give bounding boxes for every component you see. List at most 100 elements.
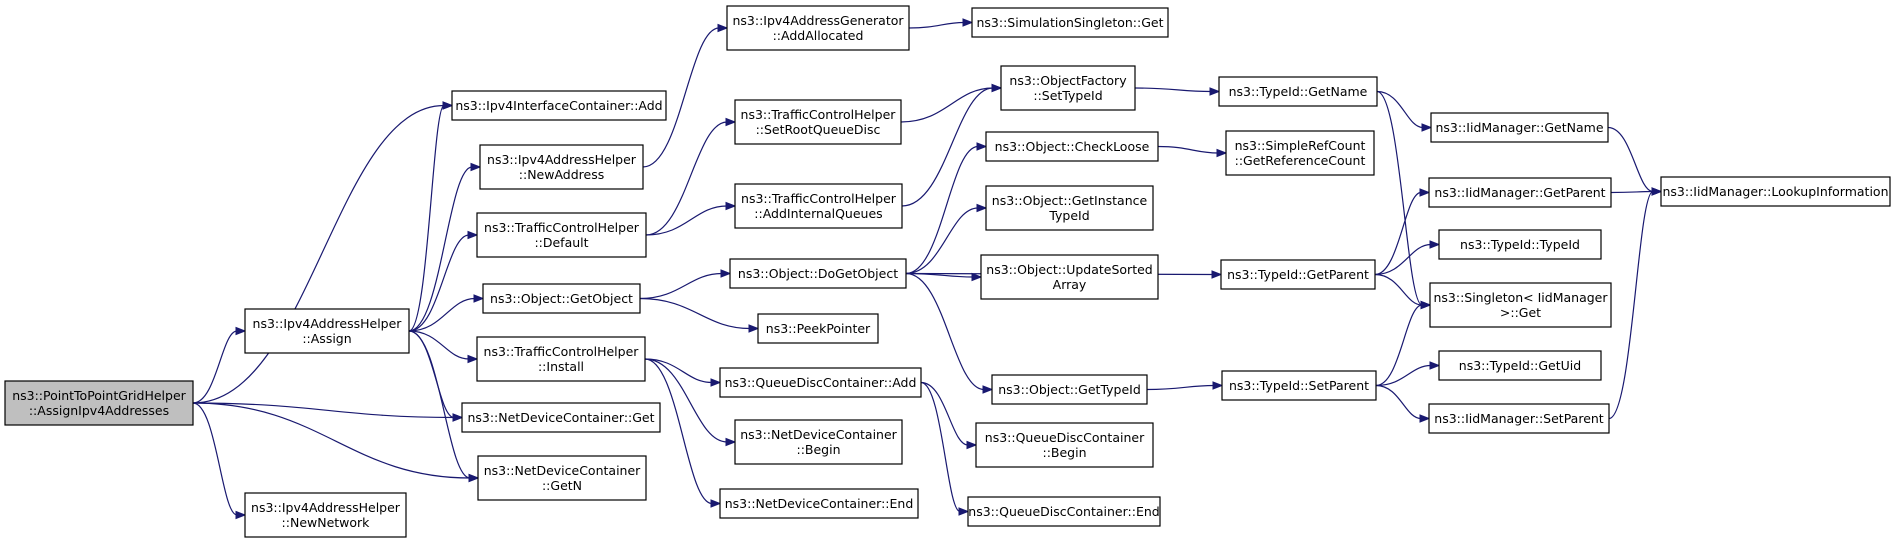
node-box xyxy=(476,212,647,258)
edge-object-get-object-to-peek-pointer xyxy=(639,297,751,330)
node-type-id-get-name[interactable]: ns3::TypeId::GetName xyxy=(1218,76,1378,107)
node-ipv4-interface-container-add[interactable]: ns3::Ipv4InterfaceContainer::Add xyxy=(451,90,667,121)
node-label-line: Array xyxy=(1053,277,1087,292)
node-box xyxy=(476,336,646,382)
arrowhead xyxy=(725,201,737,211)
arrowhead xyxy=(473,294,485,303)
edge-object-get-type-id-to-type-id-set-parent xyxy=(1146,384,1215,391)
node-queue-disc-container-add[interactable]: ns3::QueueDiscContainer::Add xyxy=(719,367,922,398)
node-traffic-control-helper-default[interactable]: ns3::TrafficControlHelper::Default xyxy=(476,212,647,258)
node-traffic-control-helper-install[interactable]: ns3::TrafficControlHelper::Install xyxy=(476,336,646,382)
edge-traffic-control-helper-set-root-queue-disc-to-object-factory-set-type-id xyxy=(900,87,994,123)
node-type-id-get-parent[interactable]: ns3::TypeId::GetParent xyxy=(1220,259,1376,290)
arrowhead xyxy=(1429,361,1441,370)
edge-type-id-set-parent-to-type-id-get-uid xyxy=(1375,364,1432,387)
node-label-line: ns3::IidManager::GetParent xyxy=(1434,185,1605,200)
node-label-line: ns3::Ipv4AddressHelper xyxy=(253,316,403,331)
node-object-factory-set-type-id[interactable]: ns3::ObjectFactory::SetTypeId xyxy=(1000,65,1136,111)
node-label-line: ns3::ObjectFactory xyxy=(1009,73,1127,88)
node-peek-pointer[interactable]: ns3::PeekPointer xyxy=(757,313,879,344)
node-box xyxy=(1438,229,1602,260)
edge-ipv4-address-helper-assign-to-object-get-object xyxy=(408,297,476,332)
edge-traffic-control-helper-default-to-traffic-control-helper-add-internal-queues xyxy=(645,205,728,236)
node-label-line: ns3::QueueDiscContainer::End xyxy=(968,504,1159,519)
node-root[interactable]: ns3::PointToPointGridHelper::AssignIpv4A… xyxy=(4,380,194,426)
arrowhead xyxy=(710,499,722,508)
edge-ipv4-address-helper-assign-to-traffic-control-helper-install xyxy=(408,330,470,360)
node-label-line: ns3::TypeId::SetParent xyxy=(1229,378,1369,393)
node-object-get-object[interactable]: ns3::Object::GetObject xyxy=(482,283,641,314)
arrowhead xyxy=(1211,270,1223,279)
node-box xyxy=(479,144,644,190)
node-ipv4-address-generator-add-allocated[interactable]: ns3::Ipv4AddressGenerator::AddAllocated xyxy=(726,5,910,51)
edge-root-to-net-device-container-getn xyxy=(192,402,471,479)
edge-ipv4-address-helper-assign-to-ipv4-interface-container-add xyxy=(408,104,445,332)
node-label-line: ns3::Object::DoGetObject xyxy=(738,266,898,281)
node-box xyxy=(1000,65,1136,111)
node-ipv4-address-helper-new-network[interactable]: ns3::Ipv4AddressHelper::NewNetwork xyxy=(244,492,407,538)
edge-root-to-ipv4-address-helper-new-network xyxy=(192,402,238,516)
arrowhead xyxy=(725,437,737,447)
node-box xyxy=(244,492,407,538)
node-traffic-control-helper-add-internal-queues[interactable]: ns3::TrafficControlHelper::AddInternalQu… xyxy=(734,183,903,229)
node-singleton-iid-manager-get[interactable]: ns3::Singleton< IidManager>::Get xyxy=(1429,282,1612,328)
node-object-check-loose[interactable]: ns3::Object::CheckLoose xyxy=(985,131,1159,162)
edge-queue-disc-container-add-to-queue-disc-container-end xyxy=(920,381,961,513)
node-label-line: ns3::Object::UpdateSorted xyxy=(986,262,1152,277)
edge-type-id-get-parent-to-iid-manager-get-parent xyxy=(1374,191,1422,276)
node-label-line: ns3::Ipv4InterfaceContainer::Add xyxy=(455,98,662,113)
node-box xyxy=(477,455,647,501)
node-label-line: ns3::Object::GetObject xyxy=(490,291,633,306)
edge-type-id-set-parent-to-singleton-iid-manager-get xyxy=(1375,304,1423,387)
node-net-device-container-begin[interactable]: ns3::NetDeviceContainer::Begin xyxy=(734,419,903,465)
node-ipv4-address-helper-new-address[interactable]: ns3::Ipv4AddressHelper::NewAddress xyxy=(479,144,644,190)
node-box xyxy=(1428,177,1612,208)
arrowhead xyxy=(976,142,988,151)
node-object-do-get-object[interactable]: ns3::Object::DoGetObject xyxy=(729,258,907,289)
arrowhead xyxy=(991,83,1003,93)
node-iid-manager-get-name[interactable]: ns3::IidManager::GetName xyxy=(1430,112,1609,143)
node-label-line: ns3::PeekPointer xyxy=(766,321,871,336)
node-ipv4-address-helper-assign[interactable]: ns3::Ipv4AddressHelper::Assign xyxy=(244,308,410,354)
node-box xyxy=(4,380,194,426)
edge-traffic-control-helper-install-to-queue-disc-container-add xyxy=(644,358,713,384)
node-label-line: ns3::IidManager::SetParent xyxy=(1434,411,1604,426)
node-label-line: ns3::TypeId::GetUid xyxy=(1459,358,1581,373)
edge-object-do-get-object-to-object-check-loose xyxy=(905,145,979,275)
node-box xyxy=(1220,259,1376,290)
arrowhead xyxy=(962,18,974,27)
node-label-line: ::SetTypeId xyxy=(1033,88,1102,103)
node-iid-manager-set-parent[interactable]: ns3::IidManager::SetParent xyxy=(1428,403,1610,434)
node-label-line: ns3::NetDeviceContainer::Get xyxy=(467,410,654,425)
edge-root-to-ipv4-interface-container-add xyxy=(192,104,445,404)
edge-object-factory-set-type-id-to-type-id-get-name xyxy=(1134,87,1212,93)
arrowhead xyxy=(1419,188,1431,197)
node-net-device-container-getn[interactable]: ns3::NetDeviceContainer::GetN xyxy=(477,455,647,501)
node-type-id-get-uid[interactable]: ns3::TypeId::GetUid xyxy=(1438,350,1602,381)
edge-object-check-loose-to-simple-ref-count-get-reference-count xyxy=(1157,145,1219,154)
node-iid-manager-get-parent[interactable]: ns3::IidManager::GetParent xyxy=(1428,177,1612,208)
node-label-line: ::AssignIpv4Addresses xyxy=(29,403,169,418)
node-queue-disc-container-begin[interactable]: ns3::QueueDiscContainer::Begin xyxy=(975,422,1154,468)
node-label-line: ::NewAddress xyxy=(519,167,604,182)
node-label-line: ns3::QueueDiscContainer::Add xyxy=(725,375,917,390)
node-simple-ref-count-get-reference-count[interactable]: ns3::SimpleRefCount::GetReferenceCount xyxy=(1225,130,1375,176)
node-box xyxy=(975,422,1154,468)
node-type-id-type-id[interactable]: ns3::TypeId::TypeId xyxy=(1438,229,1602,260)
node-type-id-set-parent[interactable]: ns3::TypeId::SetParent xyxy=(1221,370,1377,401)
node-net-device-container-get[interactable]: ns3::NetDeviceContainer::Get xyxy=(461,402,661,433)
node-box xyxy=(1221,370,1377,401)
node-box xyxy=(1438,350,1602,381)
node-traffic-control-helper-set-root-queue-disc[interactable]: ns3::TrafficControlHelper::SetRootQueueD… xyxy=(734,99,902,145)
node-net-device-container-end[interactable]: ns3::NetDeviceContainer::End xyxy=(719,488,919,519)
node-queue-disc-container-end[interactable]: ns3::QueueDiscContainer::End xyxy=(967,496,1161,527)
arrowhead xyxy=(976,203,988,213)
node-object-get-type-id[interactable]: ns3::Object::GetTypeId xyxy=(991,374,1148,405)
node-iid-manager-lookup-information[interactable]: ns3::IidManager::LookupInformation xyxy=(1660,176,1891,207)
node-simulation-singleton-get[interactable]: ns3::SimulationSingleton::Get xyxy=(971,7,1169,38)
arrowhead xyxy=(467,354,479,364)
node-box xyxy=(757,313,879,344)
arrowhead xyxy=(720,269,732,278)
